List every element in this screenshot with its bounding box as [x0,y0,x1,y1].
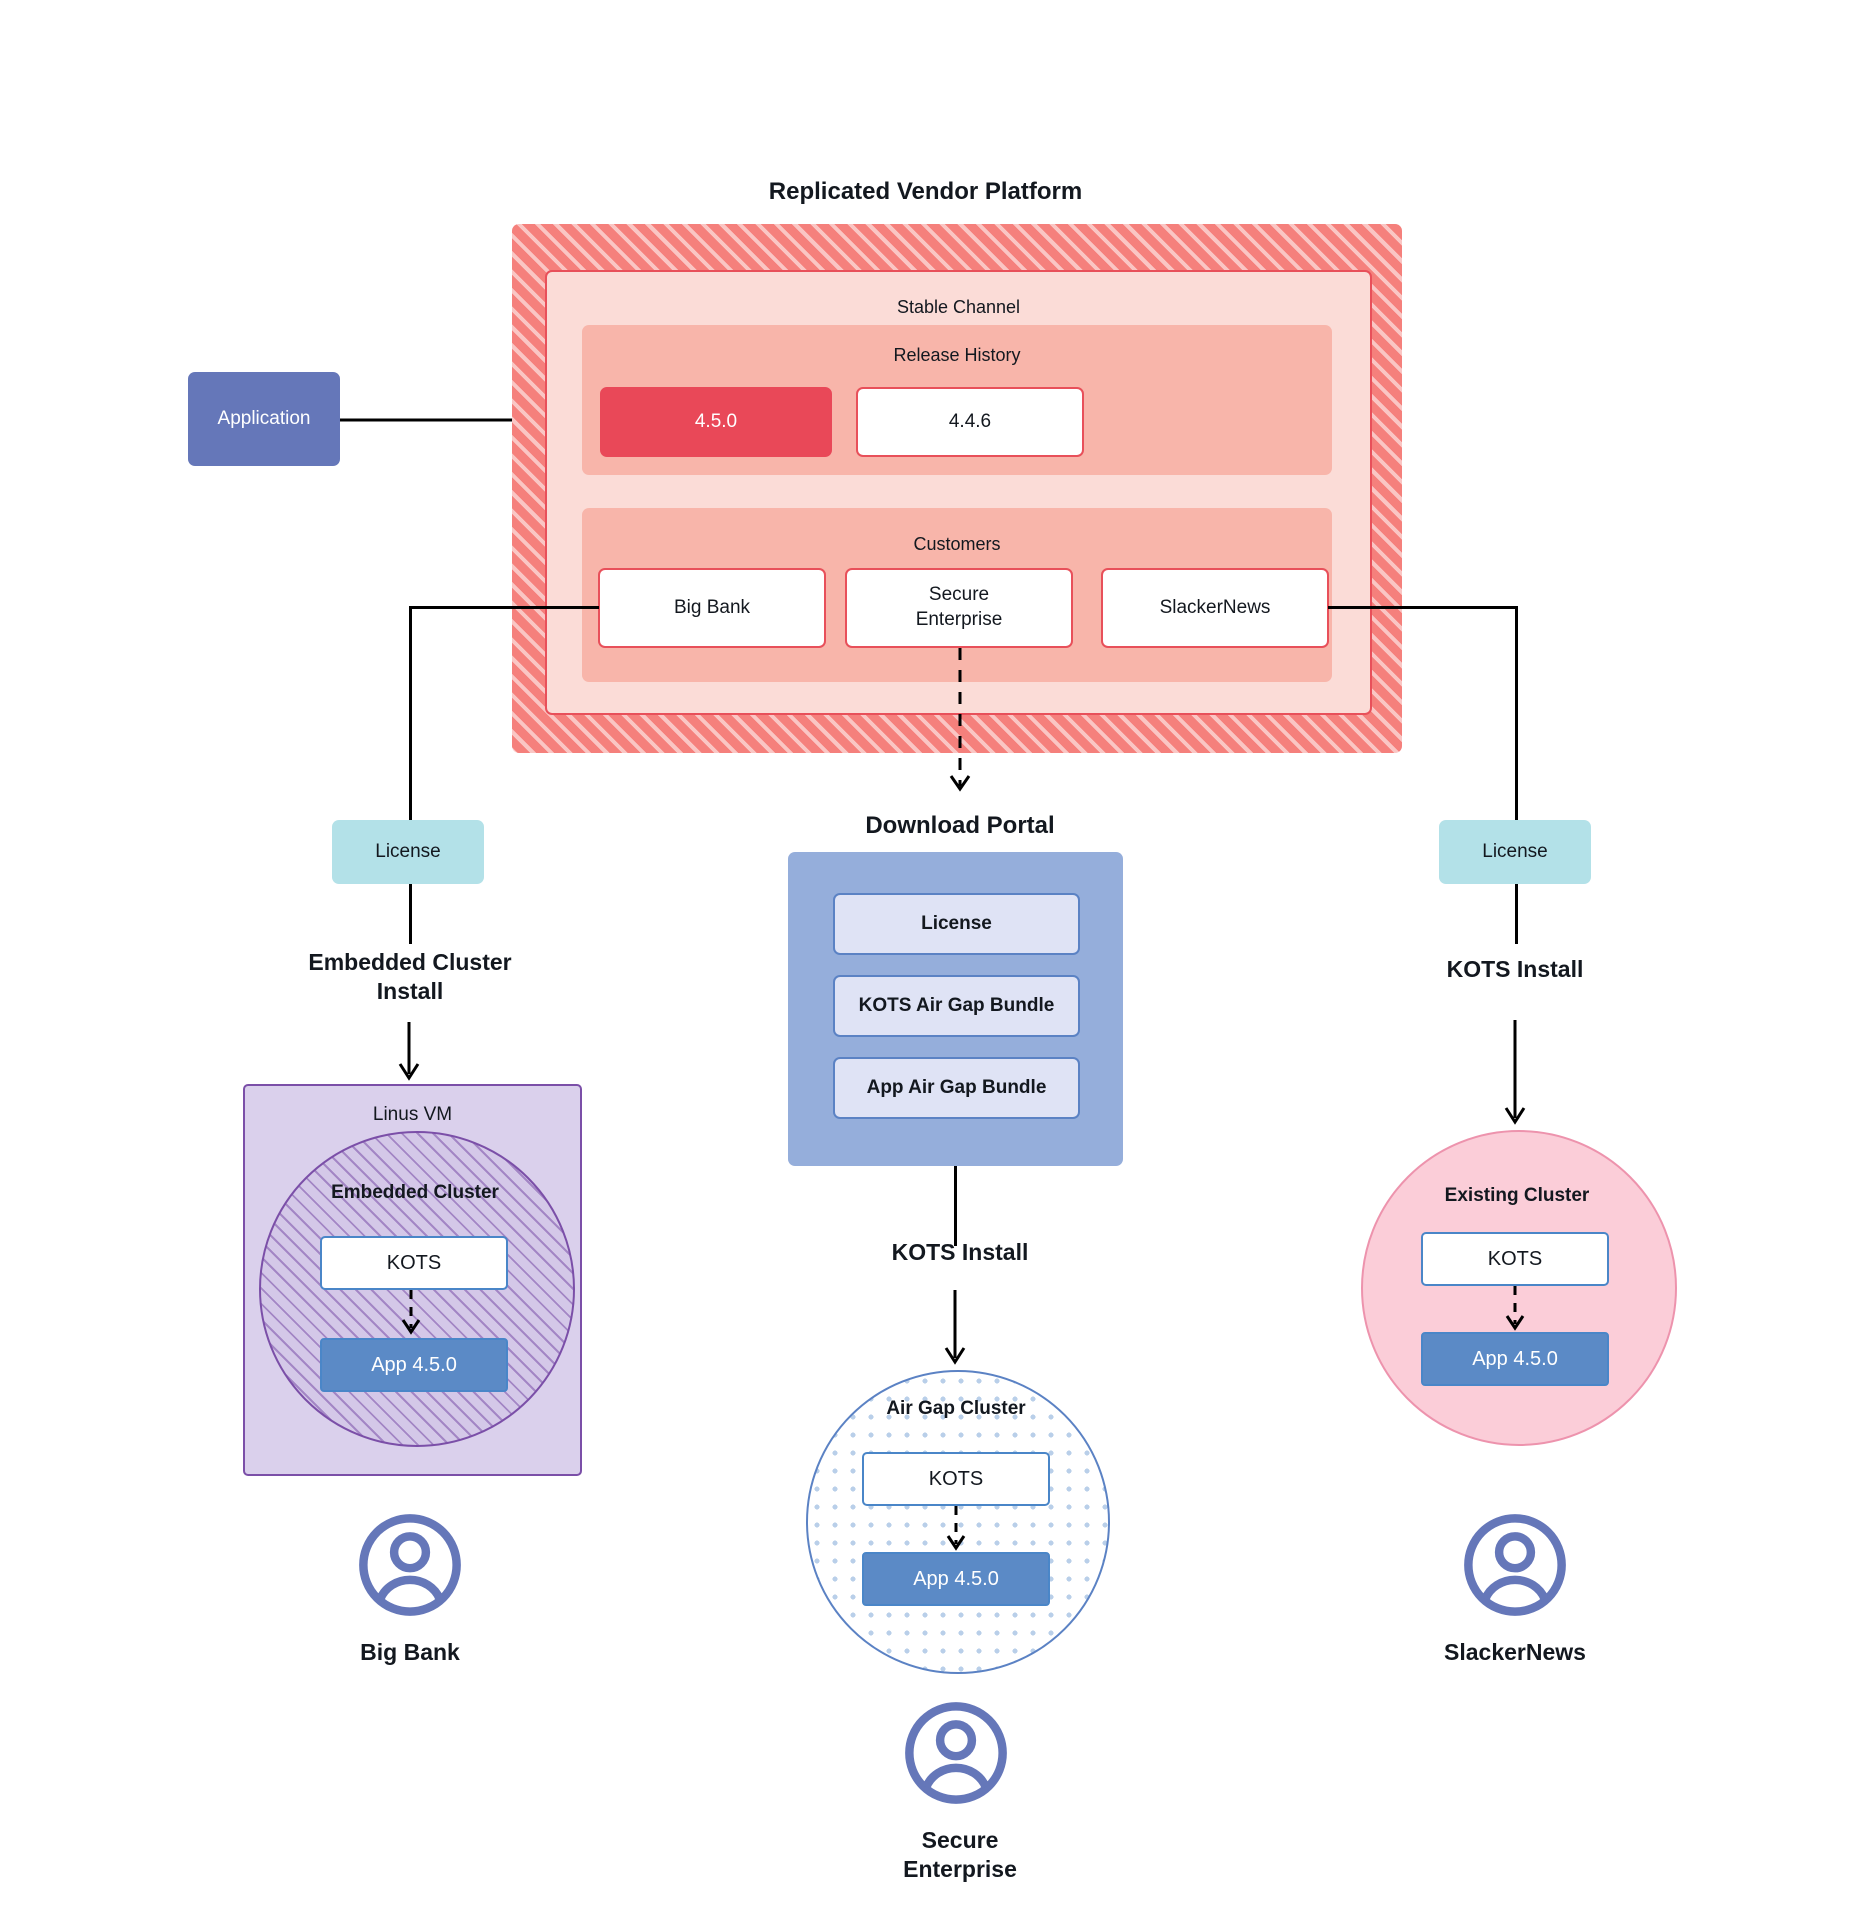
embedded-cluster-label: Embedded Cluster [331,1182,499,1203]
download-portal-title: Download Portal [865,812,1055,839]
page-title: Replicated Vendor Platform [768,178,1083,205]
connector-center-kots-to-app [946,1506,966,1551]
kots-label: KOTS [928,1467,984,1490]
air-gap-cluster-circle [806,1370,1110,1674]
app-version-label: App 4.5.0 [371,1353,457,1376]
connector-center-to-cluster-arrow [944,1290,966,1365]
release-card-previous[interactable]: 4.4.6 [856,387,1084,457]
customer-card-big-bank[interactable]: Big Bank [598,568,826,648]
portal-item-app-air-gap-bundle[interactable]: App Air Gap Bundle [833,1057,1080,1119]
air-gap-cluster-label: Air Gap Cluster [886,1398,1026,1419]
portal-item-label: License [921,913,992,934]
application-box[interactable]: Application [188,372,340,466]
portal-item-label: App Air Gap Bundle [866,1077,1047,1098]
portal-item-license[interactable]: License [833,893,1080,955]
customer-card-slackernews[interactable]: SlackerNews [1101,568,1329,648]
existing-cluster-circle [1361,1130,1677,1446]
license-label: License [1482,841,1548,862]
connector-right-license-down [1515,884,1518,944]
app-version-label: App 4.5.0 [1472,1347,1558,1370]
connector-left-license-down [409,884,412,944]
connector-slackernews-vertical [1515,606,1518,822]
release-version: 4.4.6 [948,411,992,432]
customer-name: Secure Enterprise [915,584,1003,630]
user-avatar-icon [357,1512,463,1618]
user-avatar-icon [903,1700,1009,1806]
persona-label-slackernews: SlackerNews [1444,1639,1586,1665]
app-version-box-left[interactable]: App 4.5.0 [320,1338,508,1392]
edge-label-embedded-cluster-install: Embedded Cluster Install [308,949,512,1004]
edge-label-right-kots-install: KOTS Install [1446,956,1584,982]
kots-box-center[interactable]: KOTS [862,1452,1050,1506]
app-version-box-center[interactable]: App 4.5.0 [862,1552,1050,1606]
connector-left-to-vm-arrow [398,1022,420,1081]
connector-right-kots-to-app [1505,1286,1525,1331]
license-chip-right[interactable]: License [1439,820,1591,884]
portal-item-label: KOTS Air Gap Bundle [858,995,1055,1016]
edge-label-center-kots-install: KOTS Install [891,1239,1029,1265]
portal-item-kots-air-gap-bundle[interactable]: KOTS Air Gap Bundle [833,975,1080,1037]
connector-bigbank-vertical [409,606,412,822]
embedded-cluster-circle [259,1131,575,1447]
app-version-box-right[interactable]: App 4.5.0 [1421,1332,1609,1386]
connector-bigbank-horizontal [409,606,599,609]
customer-name: Big Bank [673,596,751,618]
connector-right-to-cluster-arrow [1504,1020,1526,1125]
existing-cluster-label: Existing Cluster [1444,1185,1590,1206]
connector-secure-enterprise-dashed [949,648,971,792]
kots-label: KOTS [386,1251,442,1274]
release-card-current[interactable]: 4.5.0 [600,387,832,457]
stable-channel-label: Stable Channel [896,297,1021,317]
customers-label: Customers [913,534,1001,554]
connector-portal-down [954,1166,957,1246]
user-avatar-icon [1462,1512,1568,1618]
kots-box-left[interactable]: KOTS [320,1236,508,1290]
kots-label: KOTS [1487,1247,1543,1270]
customer-card-secure-enterprise[interactable]: Secure Enterprise [845,568,1073,648]
application-label: Application [217,408,311,429]
connector-slackernews-horizontal [1328,606,1518,609]
kots-box-right[interactable]: KOTS [1421,1232,1609,1286]
connector-left-kots-to-app [401,1290,421,1335]
persona-label-big-bank: Big Bank [360,1639,460,1665]
app-version-label: App 4.5.0 [913,1567,999,1590]
linux-vm-label: Linus VM [372,1104,453,1125]
release-history-label: Release History [893,345,1021,365]
license-label: License [375,841,441,862]
release-version: 4.5.0 [694,411,738,432]
customer-name: SlackerNews [1159,596,1271,618]
persona-label-secure-enterprise: Secure Enterprise [903,1827,1017,1882]
license-chip-left[interactable]: License [332,820,484,884]
